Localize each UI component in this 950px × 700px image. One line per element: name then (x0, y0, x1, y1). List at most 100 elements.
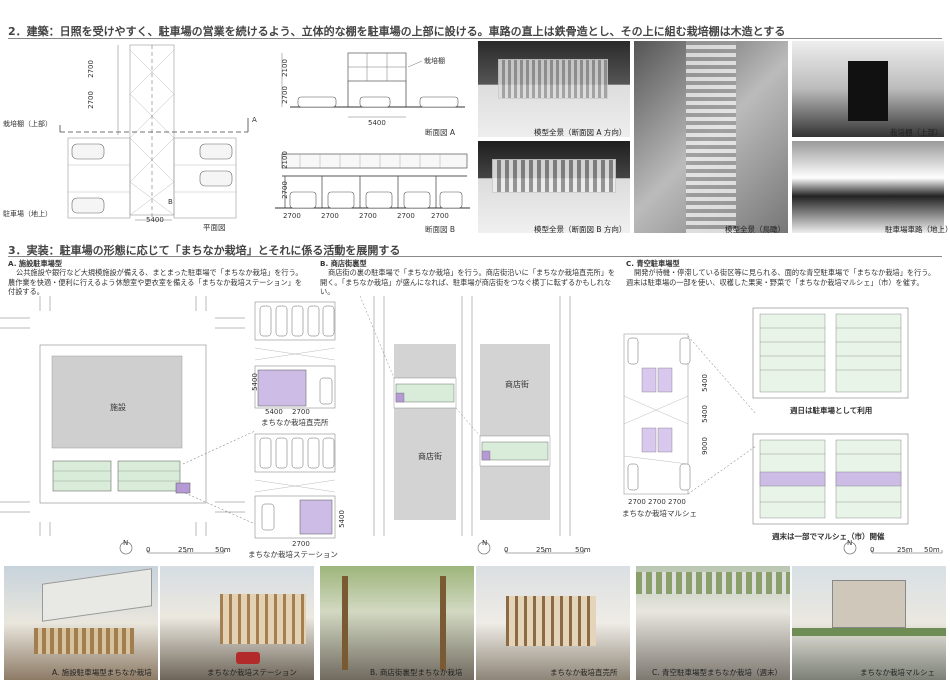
render-b-direct-sales (476, 566, 630, 680)
a-dim-5400b: 5400 (265, 408, 283, 416)
b-shelf-mid (481, 441, 549, 461)
photo-model-top (634, 41, 788, 233)
b-site-map (360, 296, 585, 555)
a-label-direct-sales: まちなか栽培直売所 (261, 418, 329, 427)
section-a-caption: 断面図 A (425, 128, 456, 137)
a-dim-2700b: 2700 (292, 540, 310, 548)
c-north: N (847, 539, 853, 547)
c-label-market: まちなか栽培マルシェ (622, 509, 697, 518)
section-b-dim-4: 2700 (431, 212, 449, 220)
b-street-2: 商店街 (418, 452, 442, 461)
render-a-station (160, 566, 314, 680)
c-site-map (623, 307, 943, 555)
a-station-room (299, 499, 333, 535)
section-b-dim-2: 2700 (359, 212, 377, 220)
a-dim-5400: 5400 (250, 373, 259, 391)
c-dim-2700b: 2700 (648, 498, 666, 506)
plan-car (71, 197, 105, 214)
plan-car (199, 170, 233, 187)
render-a-facility (4, 566, 158, 680)
section-a-drawing (281, 52, 465, 118)
render-caption-0: A. 施設駐車場型まちなか栽培 (52, 668, 152, 677)
b-scale-50: 50m (575, 546, 591, 554)
a-heading: A. 施設駐車場型 (8, 259, 63, 268)
photo-roadway (792, 141, 944, 233)
a-north: N (123, 539, 129, 547)
c-body: 開発が待機・停滞している街区等に見られる、面的な青空駐車場で「まちなか栽培」を行… (626, 268, 936, 287)
section-b-dim1: 2100 (280, 151, 289, 169)
render-caption-4: C. 青空駐車場型まちなか栽培（週末） (652, 668, 783, 677)
b-sales-mid (481, 450, 491, 461)
plan-label-lower: 駐車場（地上） (3, 210, 52, 218)
a-scale-50: 50m (215, 546, 231, 554)
b-body: 商店街の裏の駐車場で「まちなか栽培」を行う。商店街沿いに「まちなか栽培直売所」を… (320, 268, 616, 296)
c-scale-50: 50m (924, 546, 940, 554)
section-b-drawing (275, 153, 470, 209)
c-dim-5400b: 5400 (700, 405, 709, 423)
caption-model-a: 模型全景（断面図 A 方向） (534, 128, 627, 137)
b-block-left (394, 344, 456, 520)
section-a-dim1: 2100 (280, 59, 289, 77)
caption-shelf-top: 栽培棚（上部） (890, 128, 943, 137)
c-dim-2700c: 2700 (668, 498, 686, 506)
c-weekend-plan (752, 433, 909, 525)
a-scale-25: 25m (178, 546, 194, 554)
plan-marker-a: A (252, 116, 257, 124)
plan-label-upper: 栽培棚（上部） (3, 120, 52, 128)
section-a-label: 栽培棚 (424, 57, 445, 65)
a-body: 公共施設や銀行など大規模施設が備える、まとまった駐車場で「まちなか栽培」を行う。… (8, 268, 303, 296)
section-b-dim-1: 2700 (321, 212, 339, 220)
photo-model-b (478, 141, 630, 233)
c-heading: C. 青空駐車場型 (626, 259, 680, 268)
section3-rule (8, 256, 942, 257)
caption-model-top: 模型全景（鳥瞰） (725, 225, 785, 234)
a-facility-block (51, 355, 183, 449)
b-north: N (482, 539, 488, 547)
a-dim-5400c: 5400 (337, 510, 346, 528)
render-c-weekend (636, 566, 790, 680)
section2-rule (8, 38, 942, 39)
plan-car (199, 143, 233, 160)
render-caption-3: まちなか栽培直売所 (550, 668, 618, 677)
c-dim-2700a: 2700 (628, 498, 646, 506)
b-block-right (480, 344, 550, 520)
a-shelf (117, 460, 181, 492)
section-b-caption: 断面図 B (425, 225, 456, 234)
c-dim-9000: 9000 (700, 437, 709, 455)
section-b-dim2: 2700 (280, 181, 289, 199)
plan-dim-top: 2700 (86, 60, 95, 78)
section-b-dim-0: 2700 (283, 212, 301, 220)
caption-model-b: 模型全景（断面図 B 方向） (534, 225, 627, 234)
a-station (175, 482, 191, 494)
b-scale-0: 0 (504, 546, 509, 554)
section-a-dim-width: 5400 (368, 119, 386, 127)
a-north-arrow (119, 541, 133, 555)
plan-drawing (59, 44, 249, 221)
a-scale-0: 0 (146, 546, 151, 554)
render-caption-1: まちなか栽培ステーション (207, 668, 297, 677)
a-direct-sales-room (257, 369, 307, 407)
render-c-market (792, 566, 946, 680)
b-scale-25: 25m (536, 546, 552, 554)
c-scale-0: 0 (870, 546, 875, 554)
a-shelf (52, 460, 112, 492)
b-north-arrow (477, 541, 491, 555)
c-label-weekday: 週日は駐車場として利用 (790, 406, 873, 415)
section-b-dim-3: 2700 (397, 212, 415, 220)
section-a-dim2: 2700 (280, 86, 289, 104)
plan-caption: 平面図 (203, 223, 226, 232)
caption-roadway: 駐車場車路（地上） (885, 225, 950, 234)
c-north-arrow (843, 541, 857, 555)
c-scale-25: 25m (897, 546, 913, 554)
a-label-station: まちなか栽培ステーション (248, 550, 338, 559)
c-weekday-plan (752, 307, 909, 399)
a-dim-2700: 2700 (292, 408, 310, 416)
b-shelf-top (395, 383, 455, 403)
section3-title: 3．実装：駐車場の形態に応じて「まちなか栽培」とそれに係る活動を展開する (8, 244, 401, 257)
section2-title: 2．建築：日照を受けやすく、駐車場の営業を続けるよう、立体的な棚を駐車場の上部に… (8, 25, 786, 38)
c-label-weekend: 週末は一部でマルシェ（市）開催 (772, 532, 885, 541)
b-sales-top (395, 392, 405, 403)
render-caption-2: B. 商店街裏型まちなか栽培 (370, 668, 463, 677)
render-b-backstreet (320, 566, 474, 680)
photo-model-a (478, 41, 630, 137)
